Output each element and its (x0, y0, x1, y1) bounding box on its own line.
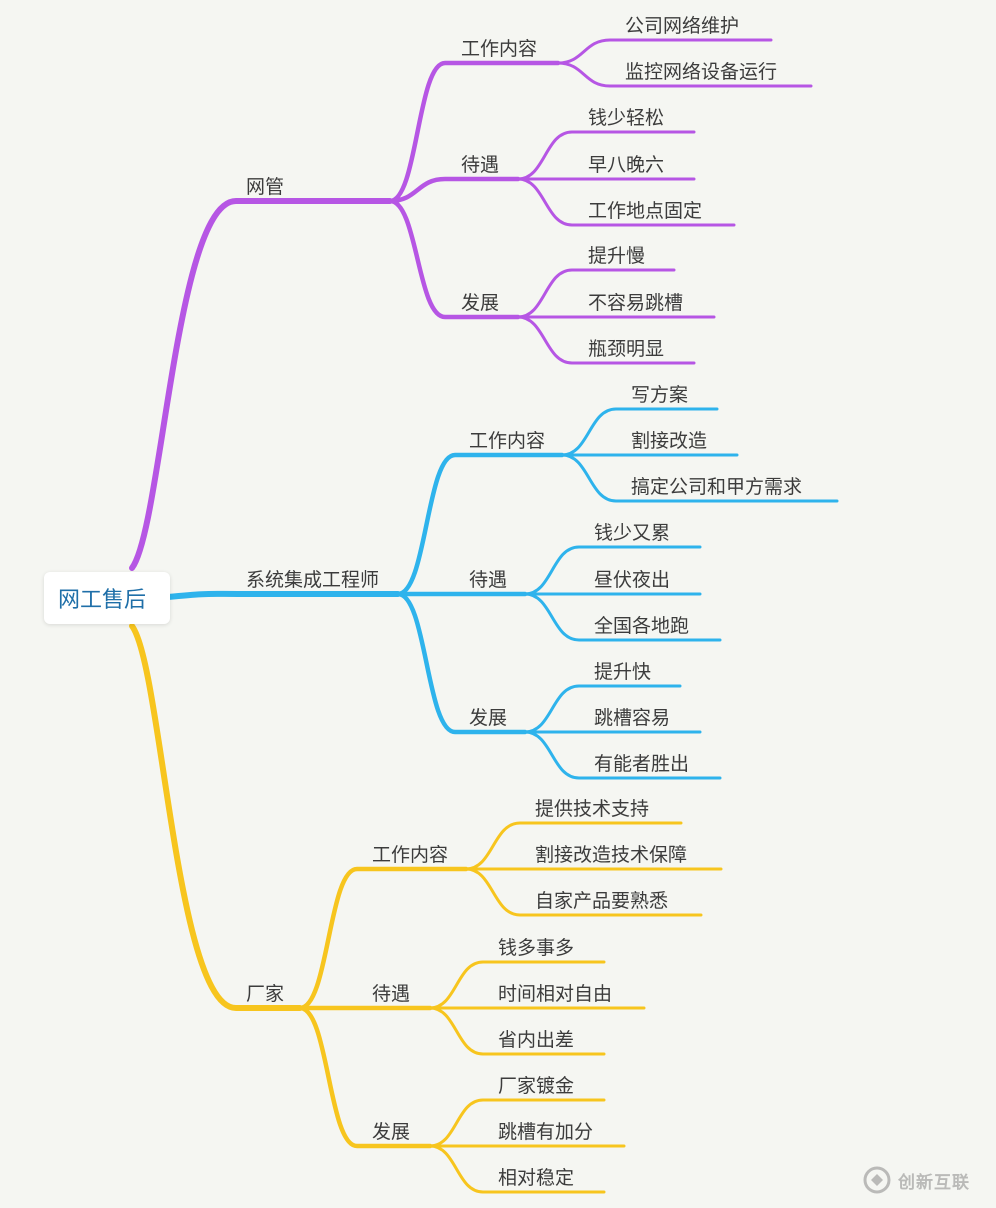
item-line (516, 177, 736, 227)
item-label[interactable]: 割接改造 (631, 430, 708, 452)
trunk-line (165, 590, 401, 600)
item-label[interactable]: 提升慢 (588, 245, 646, 267)
group-label[interactable]: 发展 (469, 707, 508, 729)
item-line (560, 407, 719, 457)
watermark-text: 创新互联 (898, 1172, 970, 1193)
group-label[interactable]: 发展 (372, 1121, 411, 1143)
branch-label[interactable]: 系统集成工程师 (246, 569, 380, 591)
item-label[interactable]: 钱多事多 (498, 937, 575, 959)
watermark: 创新互联 (862, 1162, 990, 1198)
group-line (387, 198, 521, 320)
item-label[interactable]: 公司网络维护 (625, 15, 740, 37)
item-line (516, 268, 676, 319)
item-label[interactable]: 搞定公司和甲方需求 (631, 476, 803, 498)
logo-icon (863, 1166, 891, 1194)
trunk-line (129, 623, 303, 1011)
item-label[interactable]: 有能者胜出 (594, 753, 690, 775)
item-label[interactable]: 提供技术支持 (535, 798, 650, 820)
group-line (395, 591, 528, 735)
item-line (516, 315, 696, 365)
item-label[interactable]: 监控网络设备运行 (625, 61, 778, 83)
item-label[interactable]: 全国各地跑 (594, 615, 690, 637)
group-line (387, 176, 521, 204)
item-label[interactable]: 不容易跳槽 (588, 292, 684, 314)
group-line (395, 452, 565, 597)
root-node[interactable]: 网工售后 (44, 572, 170, 624)
item-label[interactable]: 昼伏夜出 (594, 569, 671, 591)
item-label[interactable]: 自家产品要熟悉 (535, 890, 669, 912)
item-label[interactable]: 相对稳定 (498, 1167, 575, 1189)
item-label[interactable]: 厂家镀金 (498, 1075, 575, 1097)
item-line (523, 592, 722, 642)
group-line (297, 866, 469, 1011)
item-label[interactable]: 钱少又累 (594, 522, 671, 544)
item-label[interactable]: 早八晚六 (588, 154, 665, 176)
item-line (556, 61, 813, 88)
group-label[interactable]: 工作内容 (469, 430, 546, 452)
item-label[interactable]: 省内出差 (498, 1029, 575, 1051)
root-label: 网工售后 (57, 588, 146, 613)
item-line (428, 1006, 606, 1056)
group-line (387, 60, 561, 204)
group-label[interactable]: 工作内容 (461, 38, 538, 60)
branch-label[interactable]: 厂家 (246, 983, 285, 1005)
trunk-line (129, 198, 393, 571)
item-line (428, 1098, 606, 1148)
group-line (297, 1005, 433, 1149)
item-line (428, 1144, 606, 1194)
item-line (523, 730, 722, 780)
item-label[interactable]: 瓶颈明显 (588, 338, 665, 360)
item-label[interactable]: 工作地点固定 (588, 200, 703, 222)
item-line (523, 545, 702, 596)
item-label[interactable]: 时间相对自由 (498, 983, 613, 1005)
item-line (464, 867, 703, 917)
group-label[interactable]: 发展 (461, 292, 500, 314)
item-line (516, 130, 696, 181)
item-line (560, 453, 839, 503)
item-label[interactable]: 割接改造技术保障 (535, 844, 688, 866)
group-label[interactable]: 待遇 (461, 154, 500, 176)
item-label[interactable]: 写方案 (631, 384, 689, 406)
item-line (523, 684, 682, 734)
item-label[interactable]: 跳槽容易 (594, 707, 671, 729)
item-label[interactable]: 钱少轻松 (588, 107, 665, 129)
item-line (428, 960, 606, 1010)
group-label[interactable]: 待遇 (469, 569, 508, 591)
branch-label[interactable]: 网管 (246, 176, 285, 198)
item-label[interactable]: 跳槽有加分 (498, 1121, 594, 1143)
item-line (464, 821, 683, 871)
item-label[interactable]: 提升快 (594, 661, 652, 683)
group-label[interactable]: 待遇 (372, 983, 411, 1005)
item-line (556, 38, 773, 65)
group-label[interactable]: 工作内容 (372, 844, 449, 866)
